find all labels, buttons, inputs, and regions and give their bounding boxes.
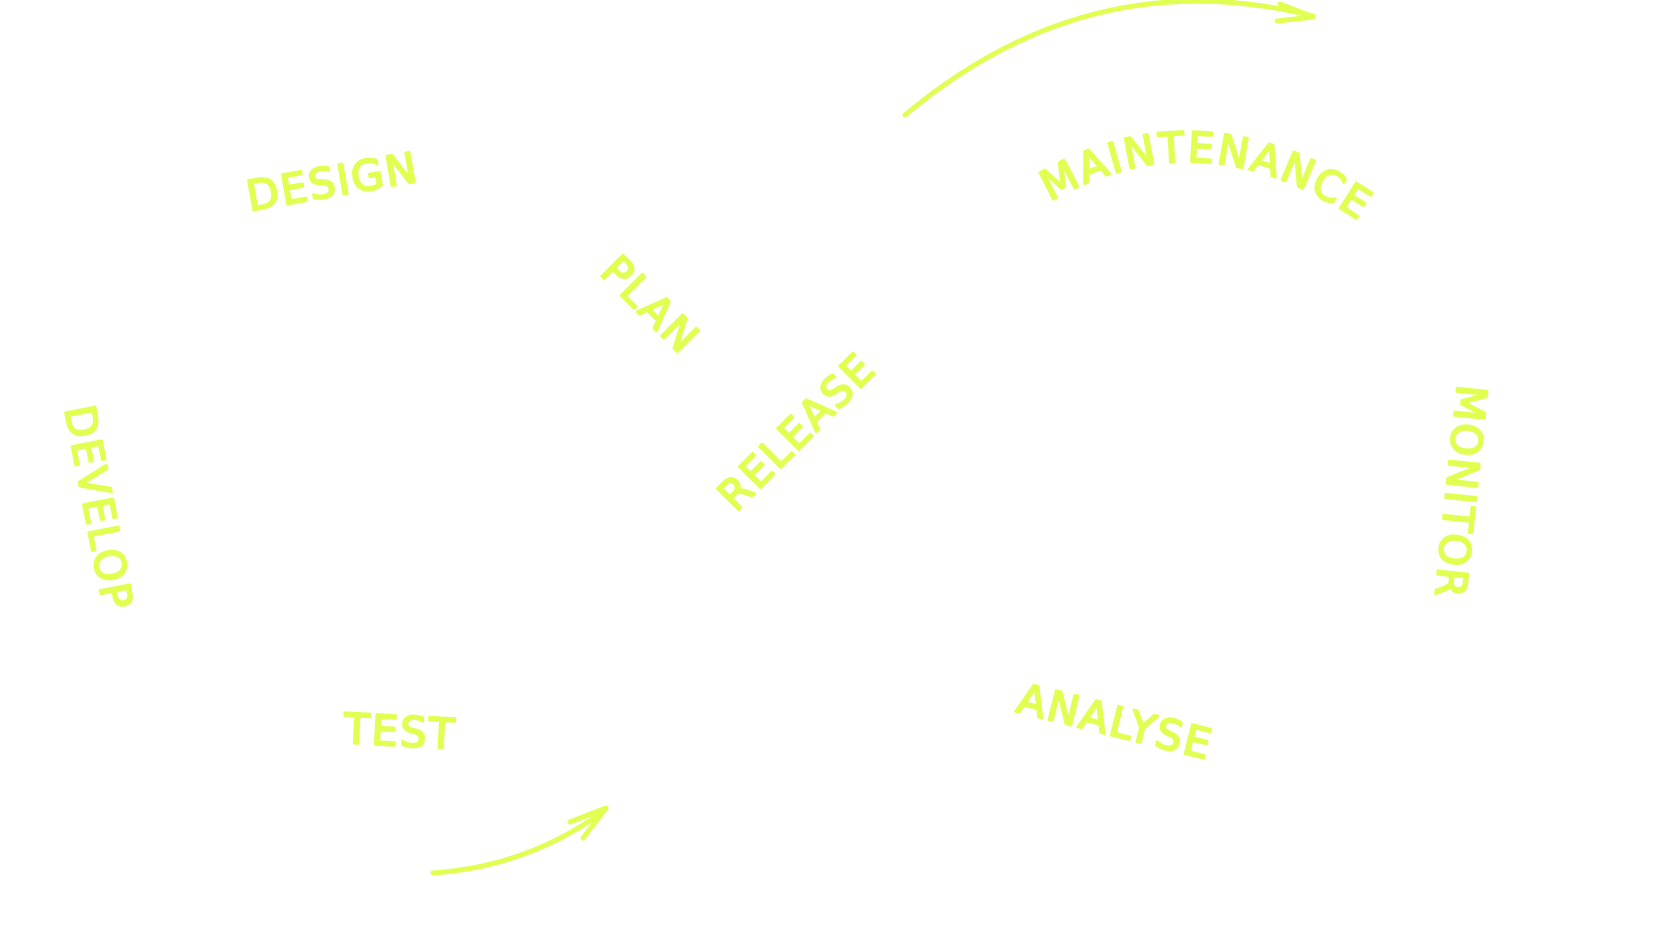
arrow-bottom-icon — [430, 805, 609, 876]
label-release: RELEASE — [708, 343, 885, 520]
label-maintenance-text: MAINTENANCE — [1031, 122, 1380, 231]
label-develop: DEVELOP — [55, 401, 143, 615]
label-test: TEST — [342, 704, 458, 759]
label-design: DESIGN — [243, 142, 423, 220]
label-maintenance: MAINTENANCE — [1032, 123, 1381, 230]
label-analyse: ANALYSE — [1012, 674, 1217, 770]
label-plan: PLAN — [591, 246, 709, 364]
label-monitor: MONITOR — [1425, 383, 1496, 602]
arrow-top-icon — [902, 0, 1316, 118]
